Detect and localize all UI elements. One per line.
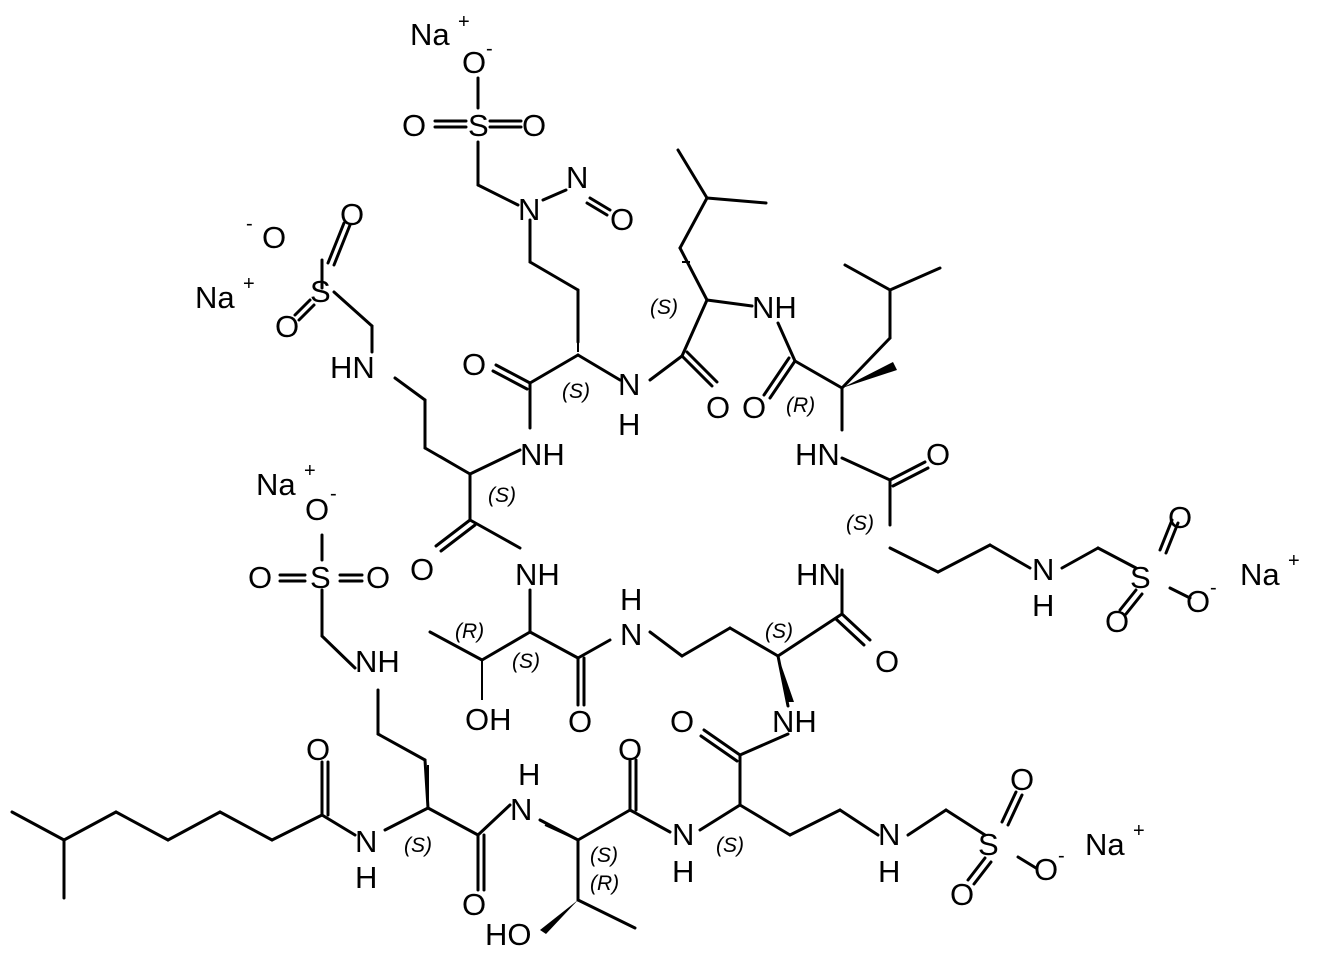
atom-n-right-side: N — [1032, 552, 1054, 587]
atom-o-left-upper-bottom: O — [275, 309, 299, 344]
atom-h-chain: H — [355, 860, 377, 895]
sodium-left-upper: Na — [195, 280, 235, 315]
stereo-label-1: (S) — [650, 296, 678, 319]
atom-n-lower-middle: N — [672, 817, 694, 852]
atom-n-chain: N — [355, 824, 377, 859]
atom-o-minus-left-upper: O — [262, 220, 286, 255]
stereo-label-12: (S) — [716, 834, 744, 857]
atom-o-carbonyl-right-ring: O — [875, 644, 899, 679]
sodium-left-lower-charge: + — [304, 460, 316, 482]
atom-hn-right-ring: HN — [796, 557, 841, 592]
atom-o-carbonyl-upper-middle: O — [706, 390, 730, 425]
stereo-bond-layer — [427, 261, 897, 934]
stereo-label-8: (S) — [765, 620, 793, 643]
atom-n-nitroso: N — [566, 160, 588, 195]
atom-hn-right-upper: HN — [795, 437, 840, 472]
atom-o-carbonyl-lower-left: O — [462, 887, 486, 922]
atom-h-middle-ring: H — [620, 582, 642, 617]
atom-o-carbonyl-upper-left: O — [462, 347, 486, 382]
atom-nh-left-ring: NH — [515, 557, 560, 592]
atom-s-right: S — [1130, 560, 1151, 595]
atom-nh-lower-middle: NH — [772, 704, 817, 739]
atom-o-minus-right: O — [1186, 584, 1210, 619]
atom-o-lower-right-bottom: O — [950, 877, 974, 912]
stereo-label-11: (R) — [590, 872, 619, 895]
sodium-top: Na — [410, 17, 450, 52]
atom-o-minus-lower-right: O — [1034, 852, 1058, 887]
sodium-lower-right-charge: + — [1133, 820, 1145, 842]
atom-o-top-left: O — [402, 108, 426, 143]
stereo-labels: (S) (S) (R) (S) (S) (R) (S) (S) (S) (S) … — [404, 296, 874, 895]
atom-h-lower-middle: H — [672, 854, 694, 889]
atom-o-lower-right-top: O — [1010, 762, 1034, 797]
atom-n-middle-ring: N — [620, 617, 642, 652]
atom-o-minus-top: O — [462, 45, 486, 80]
atom-ho-lower-left: HO — [485, 917, 532, 952]
atom-o-left-lower-left: O — [248, 560, 272, 595]
atom-h-lower-right: H — [878, 854, 900, 889]
charge-minus-top: - — [486, 38, 493, 60]
atom-n-lower-right: N — [878, 817, 900, 852]
bond-layer — [10, 76, 1192, 930]
stereo-label-10: (S) — [590, 844, 618, 867]
stereo-label-6: (R) — [455, 620, 484, 643]
stereo-label-3: (R) — [786, 394, 815, 417]
atom-o-nitroso: O — [610, 202, 634, 237]
sodium-left-upper-charge: + — [243, 273, 255, 295]
atom-nh-upper-left: NH — [520, 437, 565, 472]
atom-s-top: S — [468, 108, 489, 143]
atom-labels: O - O S O N N O O - O S O HN O NH N H O … — [246, 38, 1217, 952]
atom-s-left-lower: S — [310, 560, 331, 595]
sodium-right: Na — [1240, 557, 1280, 592]
sodium-lower-right: Na — [1085, 827, 1125, 862]
atom-o-minus-left-lower: O — [305, 492, 329, 527]
atom-hn-left-upper: HN — [330, 350, 375, 385]
atom-h-lower-left: H — [518, 757, 540, 792]
atom-o-top-right: O — [522, 108, 546, 143]
charge-minus-left-upper: - — [246, 213, 253, 235]
atom-n-upper-middle: N — [618, 367, 640, 402]
atom-s-lower-right: S — [978, 827, 999, 862]
atom-h-upper-middle: H — [618, 407, 640, 442]
atom-n-nitroso-amine: N — [518, 192, 540, 227]
stereo-label-9: (S) — [404, 834, 432, 857]
atom-s-left-upper: S — [310, 274, 331, 309]
counterion-layer: Na + Na + Na + Na + Na + — [195, 11, 1300, 862]
atom-o-carbonyl-upper-right: O — [742, 390, 766, 425]
atom-o-carbonyl-right-upper: O — [926, 437, 950, 472]
charge-minus-right: - — [1210, 577, 1217, 599]
sodium-left-lower: Na — [256, 467, 296, 502]
sodium-top-charge: + — [458, 11, 470, 33]
atom-o-right-top: O — [1168, 500, 1192, 535]
atom-o-carbonyl-lower: O — [618, 732, 642, 767]
stereo-label-7: (S) — [512, 650, 540, 673]
atom-o-left-upper-right: O — [340, 197, 364, 232]
atom-o-carbonyl-lower-middle: O — [670, 704, 694, 739]
atom-n-lower-left: N — [510, 792, 532, 827]
atom-o-carbonyl-middle-ring: O — [568, 704, 592, 739]
atom-h-right-side: H — [1032, 588, 1054, 623]
atom-o-carbonyl-chain: O — [306, 732, 330, 767]
atom-o-left-lower-right: O — [366, 560, 390, 595]
atom-nh-left-lower: NH — [355, 644, 400, 679]
charge-minus-left-lower: - — [330, 483, 337, 505]
sodium-right-charge: + — [1288, 550, 1300, 572]
stereo-label-5: (S) — [846, 512, 874, 535]
atom-o-right-bottom: O — [1105, 604, 1129, 639]
stereo-label-2: (S) — [562, 380, 590, 403]
atom-oh-left-ring: OH — [465, 702, 512, 737]
charge-minus-lower-right: - — [1058, 845, 1065, 867]
atom-o-carbonyl-left-ring: O — [410, 552, 434, 587]
atom-nh-upper-right: NH — [752, 290, 797, 325]
stereo-label-4: (S) — [488, 484, 516, 507]
